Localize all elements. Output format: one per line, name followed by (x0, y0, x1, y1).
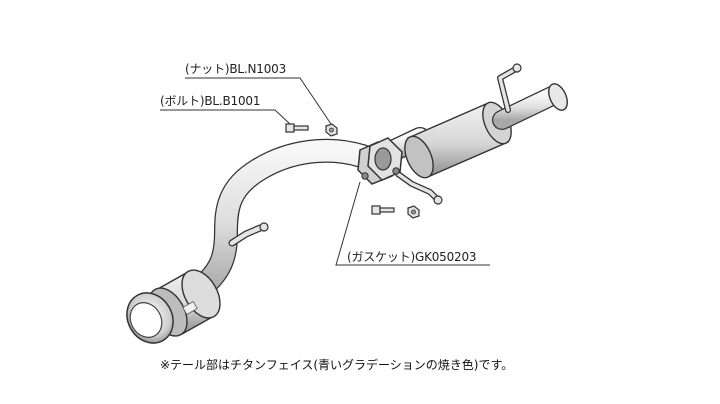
nut-leader (185, 77, 332, 125)
gasket-leader (335, 181, 490, 266)
nut-part-lower (407, 205, 420, 219)
bolt-part (285, 123, 309, 133)
tail-tip (126, 292, 174, 344)
nut-part (325, 123, 338, 137)
flange-joint (357, 137, 403, 185)
leader-lines (160, 77, 490, 266)
nut-label: (ナット)BL.N1003 (185, 62, 287, 76)
lower-hanger (395, 171, 443, 205)
upper-hanger (497, 63, 522, 113)
bolt-part-lower (371, 205, 395, 215)
inlet-pipe (492, 83, 568, 130)
bolt-label: (ボルト)BL.B1001 (160, 94, 261, 108)
gasket-label: (ガスケット)GK050203 (347, 250, 477, 264)
tail-pipe (184, 138, 374, 304)
bolt-leader (160, 109, 291, 125)
hanger-bracket (228, 222, 269, 247)
tail-finish-note: ※テール部はチタンフェイス(青いグラデーションの焼き色)です。 (160, 358, 514, 372)
